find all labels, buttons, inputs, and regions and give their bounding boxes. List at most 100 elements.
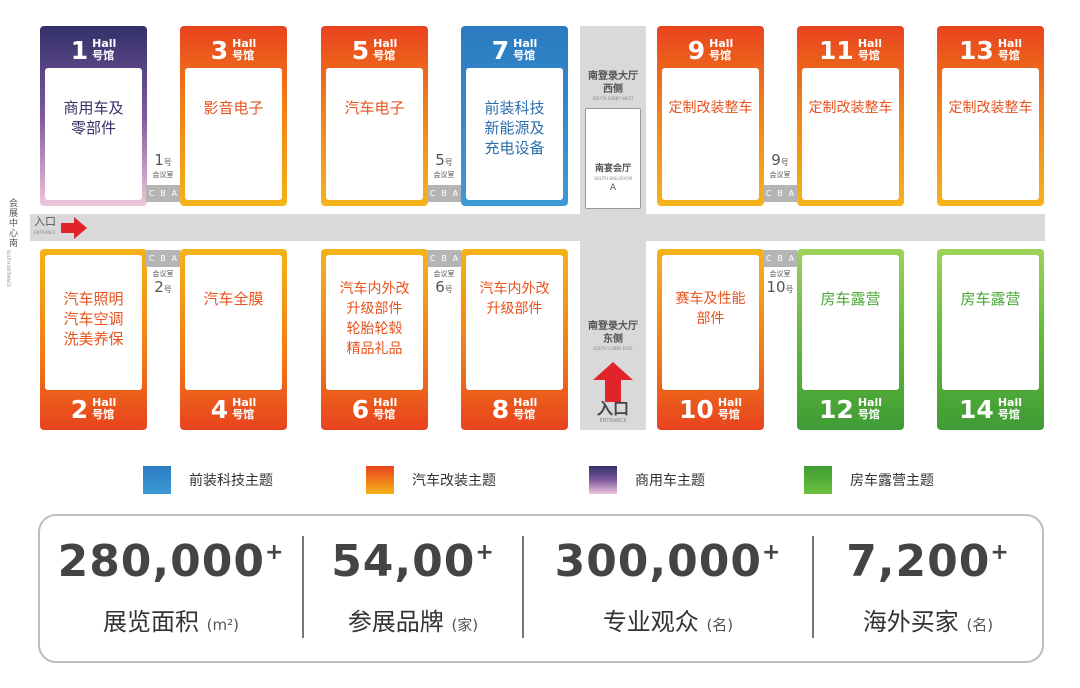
section-b: B — [777, 254, 783, 263]
hall-13-description: 定制改装整车 — [948, 100, 1033, 116]
south-entrance-cn: 会展中心南 — [7, 198, 17, 248]
stats-panel: 280,000+ 展览面积 (m²) 54,00+ 参展品牌 (家) 300,0… — [38, 514, 1044, 663]
hall-11-guan-text: 号馆 — [857, 49, 880, 62]
hall-1-number: 1 — [70, 35, 89, 65]
left-entrance-label: 入口 ENTRANCE — [34, 216, 56, 238]
south-ballroom-text: 南宴会厅 SOUTH BALLROOM A — [586, 163, 640, 195]
south-ballroom[interactable]: 南宴会厅 SOUTH BALLROOM A — [585, 108, 641, 209]
hall-12-description: 房车露营 — [820, 290, 881, 308]
stat-divider — [522, 536, 524, 638]
meeting-room-9-hao: 号 — [780, 158, 789, 167]
section-c: C — [429, 254, 436, 263]
south-entrance-sub: ENTRANCE — [599, 418, 627, 424]
meeting-room-5-number: 5 — [435, 151, 445, 169]
south-lobby-west[interactable]: 南登录大厅 西侧 SOUTH LOBBY WEST — [580, 70, 646, 102]
hall-4-hall-text: Hall — [232, 396, 257, 409]
legend-item-front-tech: 前装科技主题 — [143, 466, 273, 494]
meeting-room-9-label: 会议室 — [769, 171, 791, 179]
south-entrance[interactable]: 入口 ENTRANCE — [580, 400, 646, 425]
hall-14-number: 14 — [959, 394, 994, 424]
section-c: C — [148, 254, 155, 263]
section-c: C — [429, 189, 436, 198]
legend-item-rv-camping: 房车露营主题 — [804, 466, 934, 494]
hall-3-description: 影音电子 — [203, 99, 264, 117]
meeting-room-5[interactable]: 5号 会议室 — [427, 152, 461, 180]
hall-13-number: 13 — [959, 35, 994, 65]
hall-11-number: 11 — [819, 35, 854, 65]
hall-3-number: 3 — [210, 35, 229, 65]
south-lobby-east[interactable]: 南登录大厅 东侧 SOUTH LOBBY EAST — [580, 320, 646, 352]
south-lobby-west-sub: SOUTH LOBBY WEST — [592, 96, 634, 101]
hall-5-number: 5 — [351, 35, 370, 65]
hall-14-description: 房车露营 — [960, 290, 1021, 308]
stat-plus: + — [475, 540, 495, 565]
hall-8-guan-text: 号馆 — [513, 408, 536, 421]
south-lobby-east-label: 南登录大厅 东侧 — [588, 321, 638, 345]
legend-label: 房车露营主题 — [850, 473, 934, 489]
hall-10-description: 赛车及性能 部件 — [675, 291, 746, 327]
hall-11-floor: 定制改装整车 — [802, 68, 899, 200]
stat-brands: 54,00+ 参展品牌 (家) — [304, 516, 522, 661]
hall-7-description: 前装科技 新能源及 充电设备 — [484, 99, 545, 157]
hall-7-floor: 前装科技 新能源及 充电设备 — [466, 68, 563, 200]
south-lobby-west-label: 南登录大厅 西侧 — [588, 71, 638, 95]
meeting-room-2[interactable]: 会议室 2号 — [146, 270, 180, 298]
hall-8-hall-text: Hall — [513, 396, 538, 409]
legend-label: 商用车主题 — [635, 473, 705, 489]
legend-item-modification: 汽车改装主题 — [366, 466, 496, 494]
south-ballroom-label: 南宴会厅 — [594, 164, 631, 174]
hall-9-floor: 定制改装整车 — [662, 68, 759, 200]
south-entrance-en: SOUTH ENTRANCE — [6, 250, 11, 287]
hall-2-description: 汽车照明 汽车空调 洗美养保 — [63, 290, 124, 348]
hall-8-description: 汽车内外改 升级部件 — [479, 281, 550, 317]
stat-value: 54,00 — [331, 536, 476, 587]
section-c: C — [765, 254, 772, 263]
legend-swatch-green — [804, 466, 832, 494]
meeting-room-6[interactable]: 会议室 6号 — [427, 270, 461, 298]
hall-14-floor: 房车露营 — [942, 255, 1039, 390]
legend-swatch-blue — [143, 466, 171, 494]
meeting-room-2-number: 2 — [154, 278, 164, 296]
stat-caption: 专业观众 — [602, 608, 699, 636]
legend-swatch-orange — [366, 466, 394, 494]
stat-value: 7,200 — [846, 536, 991, 587]
hall-8-floor: 汽车内外改 升级部件 — [466, 255, 563, 390]
hall-2-guan-text: 号馆 — [92, 408, 115, 421]
meeting-room-9[interactable]: 9号 会议室 — [763, 152, 797, 180]
meeting-room-10[interactable]: 会议室 10号 — [763, 270, 797, 298]
hall-7-guan-text: 号馆 — [513, 49, 536, 62]
hall-6-number: 6 — [351, 394, 370, 424]
meeting-room-6-number: 6 — [435, 278, 445, 296]
stat-caption: 展览面积 — [103, 608, 199, 636]
meeting-room-1[interactable]: 1号 会议室 — [146, 152, 180, 180]
stat-unit: (家) — [451, 616, 479, 634]
hall-3-hall-text: Hall — [232, 37, 257, 50]
south-entrance-vertical-label: 会展中心南 — [6, 198, 28, 248]
stat-divider — [812, 536, 814, 638]
hall-3-floor: 影音电子 — [185, 68, 282, 200]
